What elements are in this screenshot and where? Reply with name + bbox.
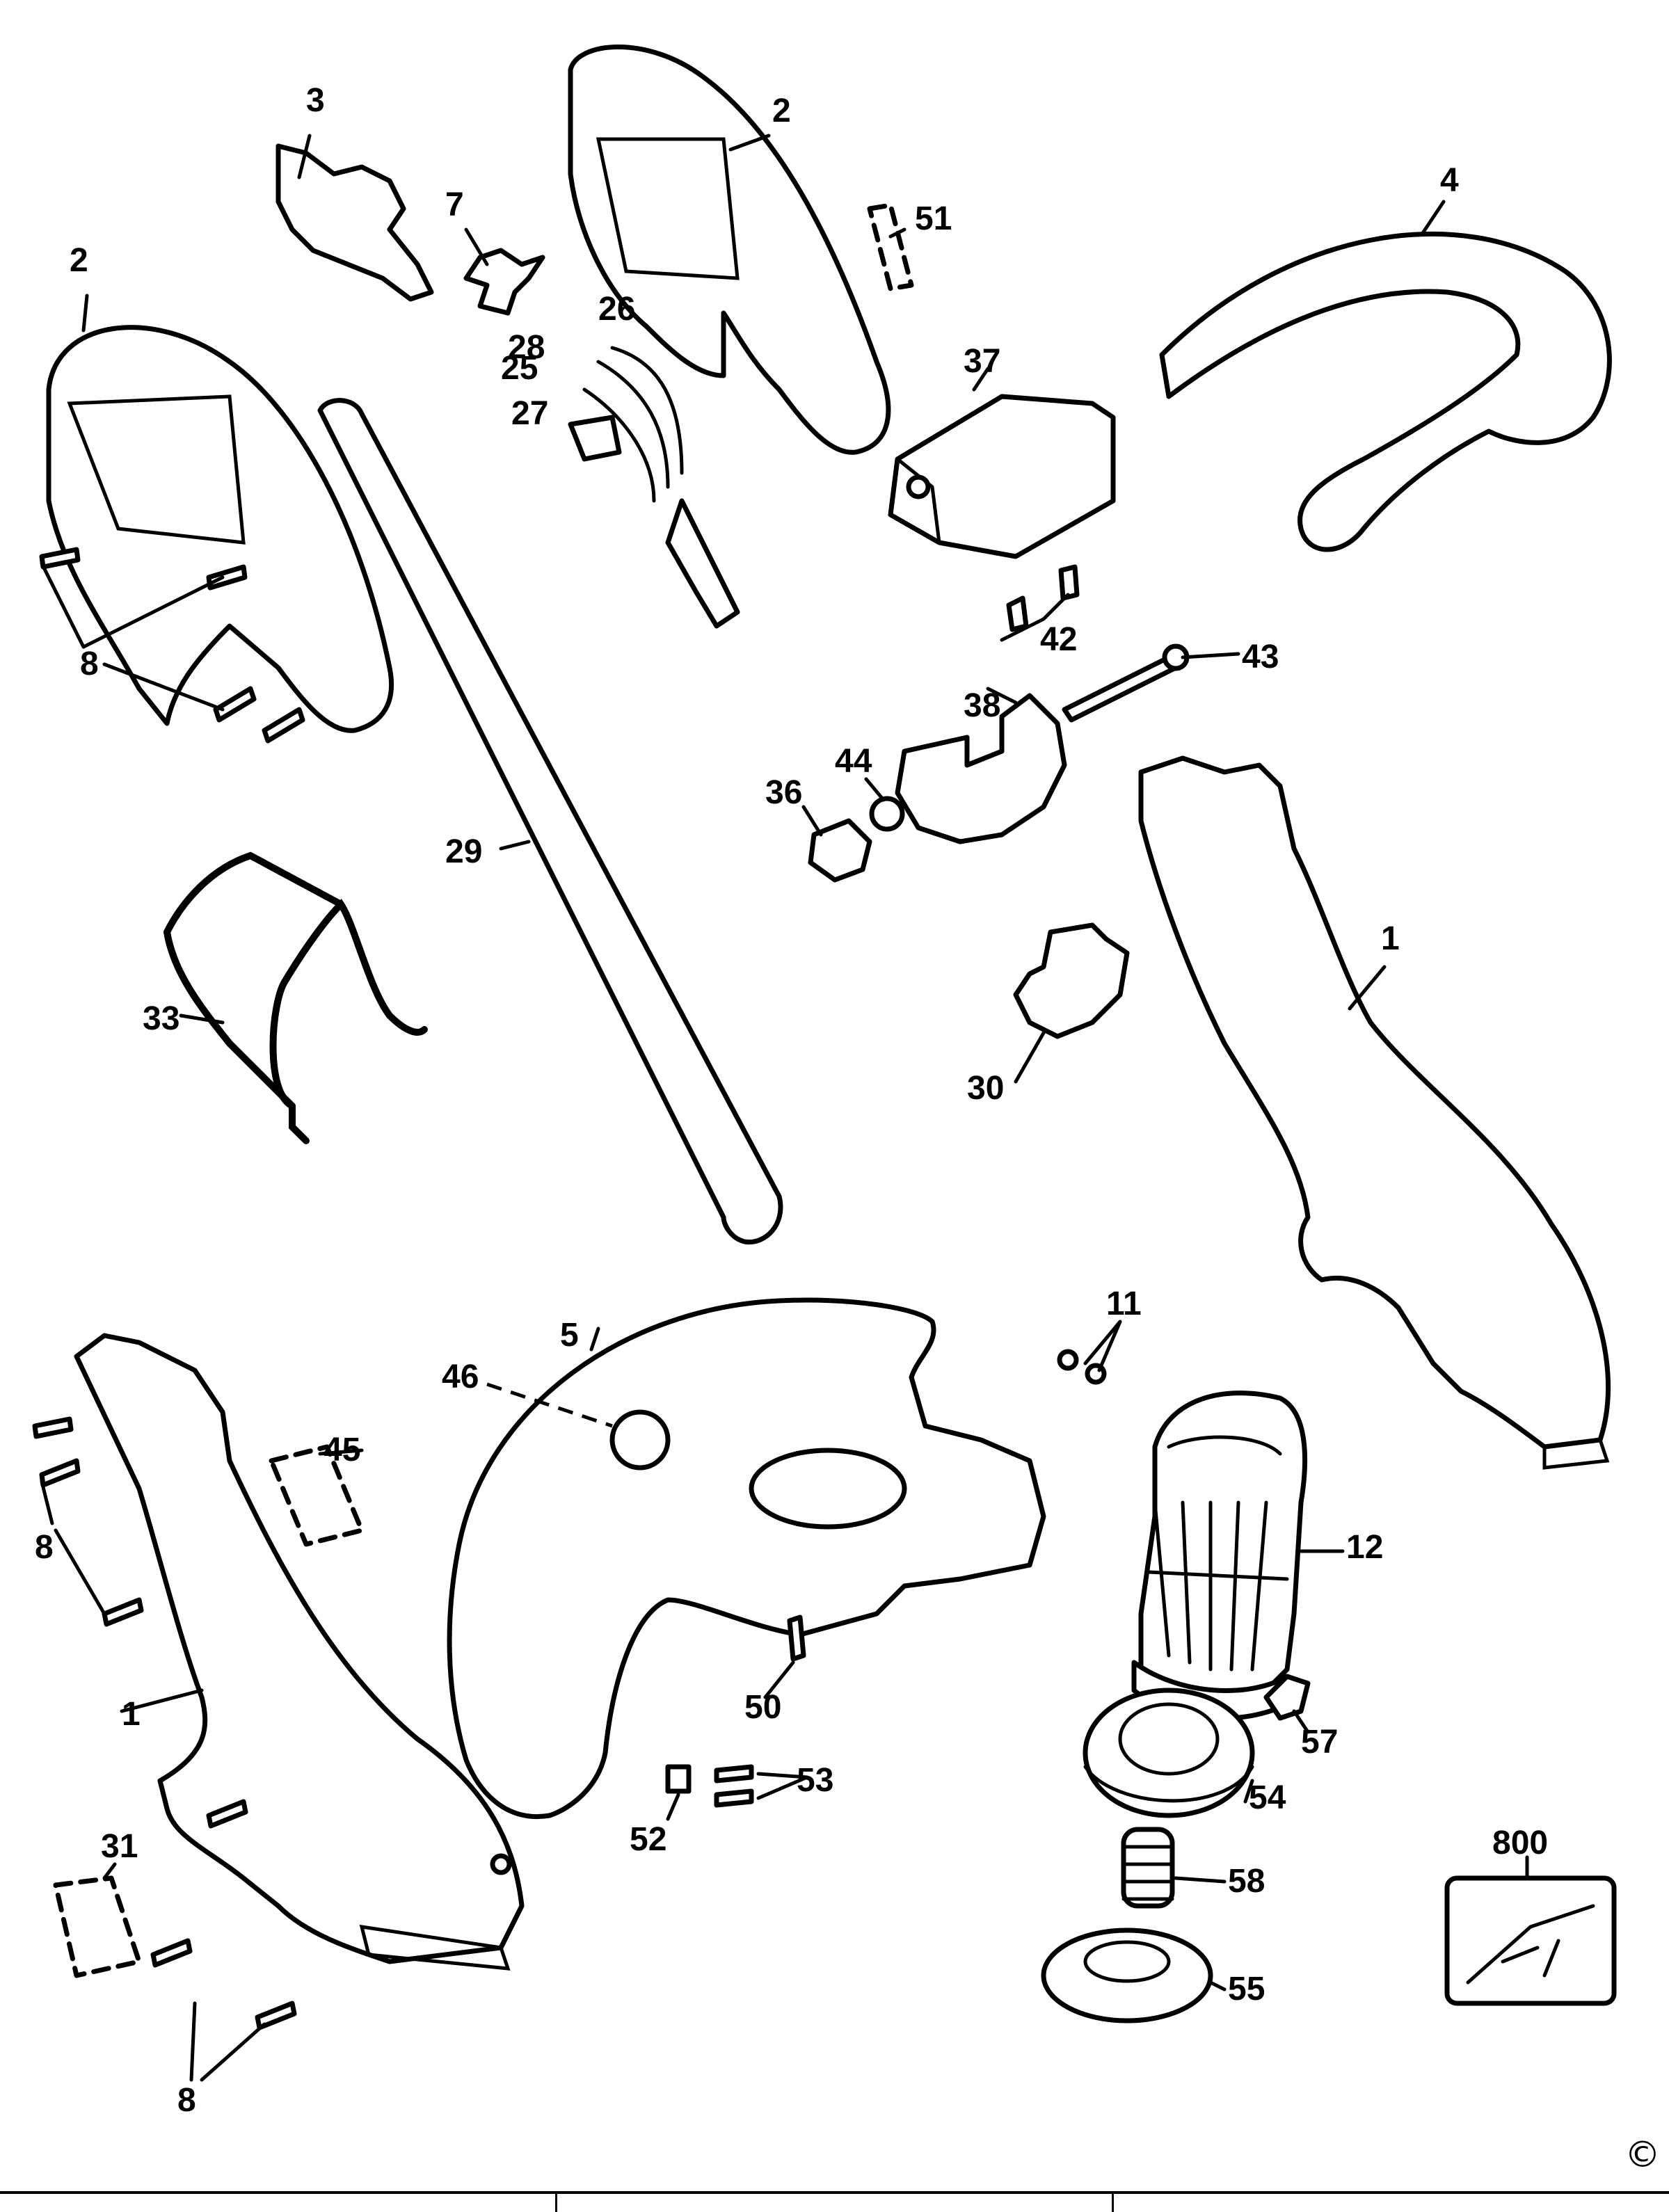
label-5: 5 xyxy=(560,1317,579,1354)
label-52: 52 xyxy=(630,1821,666,1858)
label-38: 38 xyxy=(964,687,1000,724)
part-29-shaft-tube xyxy=(317,398,783,1245)
part-7-clip xyxy=(463,248,545,316)
part-54-spool xyxy=(1083,1688,1255,1818)
label-45: 45 xyxy=(324,1432,360,1468)
label-43: 43 xyxy=(1242,639,1279,675)
label-26: 26 xyxy=(598,291,635,328)
part-51-label xyxy=(867,202,914,291)
label-12: 12 xyxy=(1346,1529,1383,1566)
part-8-screw-9 xyxy=(150,1938,193,1968)
footer-cell-3 xyxy=(1114,2194,1669,2212)
label-57: 57 xyxy=(1301,1724,1338,1761)
label-8a: 8 xyxy=(80,646,99,682)
part-8-screw-4 xyxy=(262,707,305,744)
part-52-nut xyxy=(665,1764,692,1794)
part-42-screw-a xyxy=(1006,595,1029,632)
part-labels: 3 2 7 51 2 4 26 28 25 27 37 42 43 38 44 … xyxy=(35,82,1661,2176)
power-cord-end xyxy=(665,498,740,629)
part-33-wire-guard xyxy=(269,899,428,1109)
part-5-spool-opening xyxy=(749,1448,907,1530)
part-3-bracket xyxy=(275,143,434,302)
label-36: 36 xyxy=(765,774,802,811)
part-44-spring xyxy=(869,796,905,832)
part-53-screw-b xyxy=(714,1788,754,1808)
label-800: 800 xyxy=(1492,1825,1548,1861)
part-31-label xyxy=(53,1875,142,1978)
footer-table xyxy=(0,2191,1669,2212)
part-53-screw-a xyxy=(714,1764,754,1784)
part-8-screw-7 xyxy=(102,1597,144,1627)
part-45-label xyxy=(269,1444,365,1547)
part-8-screw-5 xyxy=(32,1416,74,1439)
label-30: 30 xyxy=(967,1070,1004,1107)
label-7: 7 xyxy=(445,186,464,223)
label-25: 25 xyxy=(501,350,538,387)
part-1-housing-left xyxy=(74,1333,525,1964)
part-57-line-cutter xyxy=(1263,1674,1311,1721)
label-31: 31 xyxy=(101,1828,138,1865)
leader-lines xyxy=(40,134,1529,2082)
part-28-wire xyxy=(596,360,670,489)
part-30-retainer xyxy=(1013,922,1130,1039)
label-8b: 8 xyxy=(35,1529,54,1566)
part-37-switch-housing xyxy=(888,394,1116,559)
label-46: 46 xyxy=(442,1359,479,1395)
part-50-screw xyxy=(787,1614,806,1662)
label-44: 44 xyxy=(835,743,872,780)
part-8-screw-10 xyxy=(255,2001,297,2030)
label-2b: 2 xyxy=(772,93,791,129)
label-58: 58 xyxy=(1228,1863,1265,1900)
part-4-auxiliary-handle xyxy=(1159,232,1612,552)
label-33: 33 xyxy=(143,1000,179,1037)
label-55: 55 xyxy=(1228,1971,1265,2007)
label-27: 27 xyxy=(511,395,548,432)
copyright-symbol: © xyxy=(1624,2134,1661,2176)
part-46-cap xyxy=(609,1409,671,1470)
footer-cell-1 xyxy=(0,2194,557,2212)
part-58-spring xyxy=(1121,1827,1175,1909)
part-26-wire xyxy=(610,346,684,475)
label-51: 51 xyxy=(915,200,952,237)
label-42: 42 xyxy=(1040,621,1077,658)
part-55-spool-cap xyxy=(1041,1928,1213,2023)
part-36-knob xyxy=(808,818,872,883)
part-800-cable-kit xyxy=(1444,1875,1617,2006)
label-54: 54 xyxy=(1249,1779,1286,1816)
part-25-wire xyxy=(582,387,656,503)
label-8c: 8 xyxy=(177,2082,196,2119)
switch-pivot xyxy=(906,474,931,499)
part-5-cutting-guard xyxy=(447,1297,1046,1819)
part-8-screw-8 xyxy=(206,1799,248,1829)
label-3: 3 xyxy=(306,82,325,119)
part-38-cover xyxy=(895,693,1067,844)
part-2-left-guard xyxy=(46,325,394,733)
part-11-nut-a xyxy=(1057,1349,1079,1371)
label-1b: 1 xyxy=(1381,920,1400,957)
part-27-terminal xyxy=(568,415,622,462)
label-29: 29 xyxy=(445,833,482,870)
part-2-upper-guard xyxy=(568,45,891,455)
label-11: 11 xyxy=(1106,1285,1142,1322)
part-8-screw-3 xyxy=(213,686,257,723)
label-28: 28 xyxy=(508,329,545,366)
label-37: 37 xyxy=(964,343,1000,380)
part-1-housing-right xyxy=(1138,755,1611,1450)
label-2a: 2 xyxy=(70,242,88,279)
label-50: 50 xyxy=(744,1689,781,1726)
label-1a: 1 xyxy=(122,1696,141,1733)
part-8-screw-6 xyxy=(39,1458,81,1488)
footer-cell-2 xyxy=(557,2194,1115,2212)
part-42-screw-b xyxy=(1058,564,1080,601)
label-53: 53 xyxy=(797,1762,833,1799)
label-4: 4 xyxy=(1440,162,1459,199)
